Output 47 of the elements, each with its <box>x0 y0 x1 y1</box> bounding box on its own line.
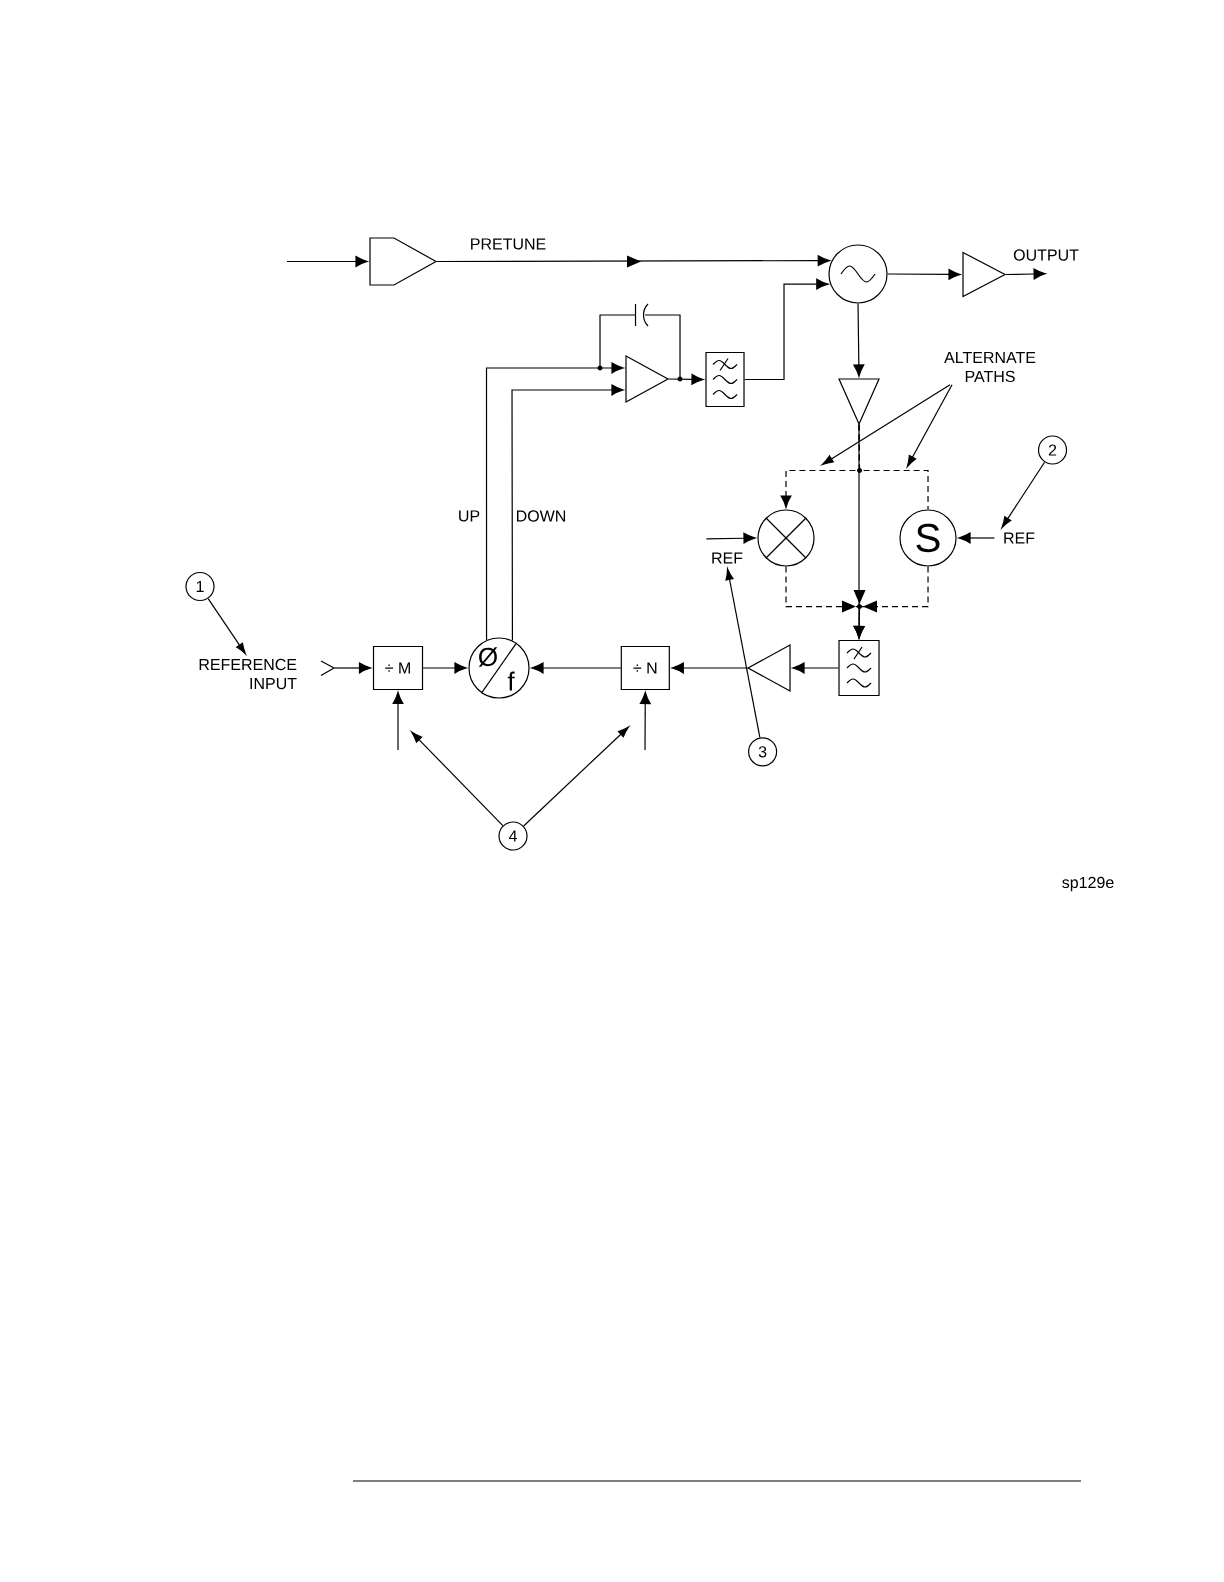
callout-number: 2 <box>1037 435 1068 465</box>
arrow <box>792 662 839 674</box>
edge-label: UP <box>459 510 480 522</box>
edge-label: PRETUNE <box>471 238 546 250</box>
dashed-arrow <box>853 566 929 639</box>
label-text: sp129e <box>1062 876 1114 892</box>
arrow <box>422 662 467 674</box>
arrow <box>887 268 961 280</box>
arrow <box>485 362 624 641</box>
arrow <box>639 691 651 751</box>
leader-line <box>207 598 246 655</box>
arrow <box>531 662 622 674</box>
buffer-amplifier <box>369 237 438 286</box>
arrow <box>511 384 624 642</box>
mixer-circle <box>757 509 815 567</box>
callout-number: 3 <box>748 737 778 767</box>
leader-line <box>821 384 951 466</box>
leader-line <box>906 384 953 468</box>
arrow <box>286 256 368 267</box>
amplifier <box>746 644 791 692</box>
arrow <box>1005 268 1046 280</box>
leader-line <box>1001 461 1046 529</box>
oscillator-circle <box>828 244 888 304</box>
output-label: OUTPUT <box>1013 249 1079 261</box>
callout-number: 4 <box>498 821 528 851</box>
leader-line <box>411 731 504 827</box>
arrow <box>392 691 404 751</box>
arrow <box>958 532 995 544</box>
arrow <box>436 255 831 268</box>
input-label: REF <box>712 552 743 564</box>
edge-label: DOWN <box>517 510 566 522</box>
callout-number: 1 <box>185 571 215 602</box>
arrow <box>744 278 829 381</box>
input-arrow <box>320 660 372 677</box>
leader-line <box>725 568 761 739</box>
arrow <box>853 303 865 377</box>
leader-line <box>523 726 630 827</box>
integrator-amplifier <box>625 355 670 403</box>
filter-box <box>838 639 880 697</box>
input-label: REFERENCE INPUT <box>199 658 297 690</box>
input-label: REF <box>1004 532 1035 544</box>
note-text: ALTERNATE PATHS <box>944 351 1036 383</box>
output-amplifier <box>962 251 1007 298</box>
filter-box <box>705 351 745 408</box>
arrow <box>671 662 748 674</box>
arrow <box>668 373 704 385</box>
arrow <box>705 532 756 544</box>
